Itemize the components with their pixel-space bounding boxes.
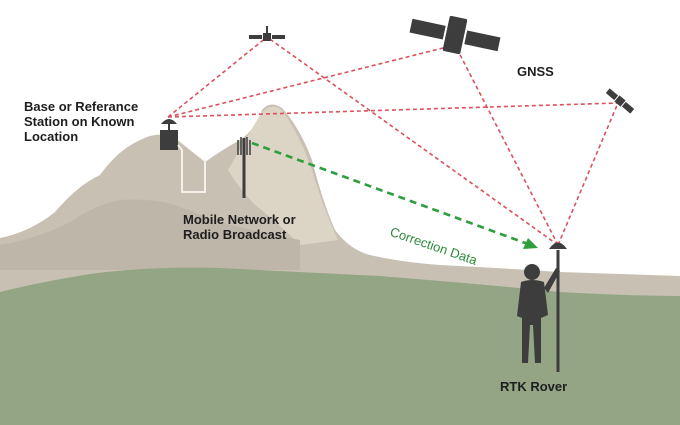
radio-tower-icon xyxy=(237,137,251,198)
ground xyxy=(0,267,680,425)
satellite-icon xyxy=(249,26,285,41)
signal-line xyxy=(454,44,559,246)
signal-line xyxy=(266,36,559,246)
rtk-rover-pole-icon xyxy=(549,242,567,372)
mobile-network-label: Mobile Network or Radio Broadcast xyxy=(183,212,296,242)
satellite-icon xyxy=(605,88,635,114)
mountain-highlight xyxy=(228,106,338,245)
signal-lines xyxy=(167,36,619,246)
base-station-icon xyxy=(160,119,206,193)
signal-line xyxy=(557,102,619,246)
signal-line xyxy=(167,44,456,118)
satellite-icon xyxy=(409,15,501,55)
base-station-label: Base or Referance Station on Known Locat… xyxy=(24,99,139,144)
mountain-shadow xyxy=(0,199,300,270)
signal-line xyxy=(167,36,268,118)
correction-arrow xyxy=(251,141,538,249)
rtk-rover-label: RTK Rover xyxy=(500,379,568,394)
gnss-label: GNSS xyxy=(517,64,554,79)
signal-line xyxy=(167,102,619,118)
rtk-rover-person-icon xyxy=(517,264,560,363)
